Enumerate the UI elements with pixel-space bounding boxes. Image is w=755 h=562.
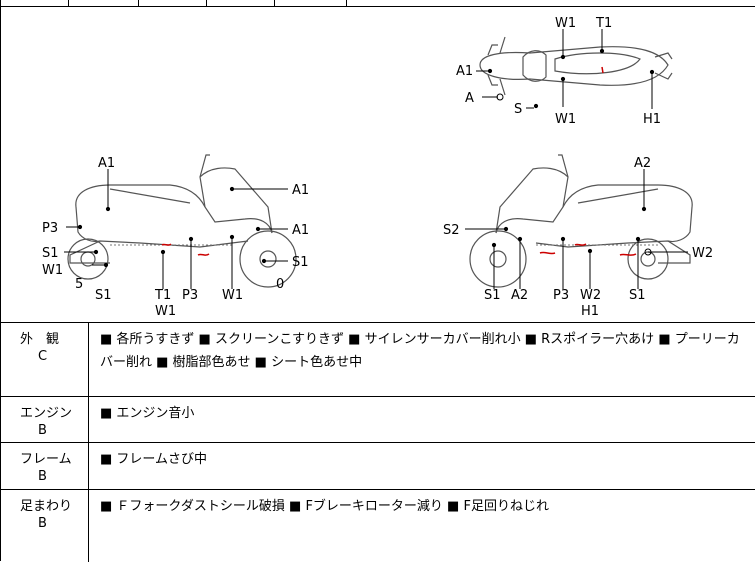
row-grade: C	[38, 349, 48, 364]
left-label-s1: S1	[42, 246, 59, 261]
row-description: ■ フレームさび中	[100, 452, 208, 467]
left-label-p3: P3	[42, 221, 58, 236]
scooter-diagram-svg: W1 T1 A1 A S W1 H1	[42, 16, 713, 319]
top-label-w1: W1	[555, 16, 576, 31]
top-label-t1: T1	[595, 16, 612, 31]
top-label-w1-lower: W1	[555, 112, 576, 127]
row-grade: B	[38, 469, 47, 484]
left-leaders	[64, 169, 288, 289]
right-label-w2: W2	[692, 246, 713, 261]
row-category: フレーム	[20, 452, 72, 467]
top-label-s: S	[514, 102, 522, 117]
left-label-t1: T1	[154, 288, 171, 303]
scooter-top-view	[479, 36, 673, 96]
scooter-left-side	[67, 154, 297, 288]
row-grade: B	[38, 423, 47, 438]
top-table-edge	[0, 0, 755, 7]
left-label-a1-top: A1	[98, 156, 115, 171]
right-label-s2: S2	[443, 223, 460, 238]
left-label-p3-lower: P3	[182, 288, 198, 303]
right-label-s1-lower: S1	[629, 288, 646, 303]
right-leaders	[465, 169, 688, 289]
left-label-w1: W1	[42, 263, 63, 278]
condition-row-suspension: 足まわり B ■ Ｆフォークダストシール破損 ■ Fブレーキローター減り ■ F…	[0, 489, 755, 562]
right-label-a2: A2	[511, 288, 528, 303]
scooter-right-side	[469, 154, 693, 288]
top-label-a: A	[465, 91, 474, 106]
right-label-p3: P3	[553, 288, 569, 303]
condition-row-frame: フレーム B ■ フレームさび中	[0, 442, 755, 490]
damage-diagram: W1 T1 A1 A S W1 H1	[0, 7, 755, 322]
left-label-w1-lower: W1	[155, 304, 176, 319]
top-label-h1: H1	[643, 112, 661, 127]
left-label-a1-mid: A1	[292, 183, 309, 198]
left-label-a1-front: A1	[292, 223, 309, 238]
row-grade: B	[38, 516, 47, 531]
right-label-w2-lower: W2	[580, 288, 601, 303]
row-description: ■ Ｆフォークダストシール破損 ■ Fブレーキローター減り ■ F足回りねじれ	[100, 499, 549, 514]
right-label-s1: S1	[484, 288, 501, 303]
row-category: エンジン	[20, 406, 73, 421]
left-label-s1-lower: S1	[95, 288, 112, 303]
row-category: 足まわり	[20, 499, 73, 514]
left-label-s1-front: S1	[292, 255, 309, 270]
left-label-w1-bottom: W1	[222, 288, 243, 303]
top-label-a1: A1	[456, 64, 473, 79]
row-label-cell: 外 観 C	[0, 323, 89, 397]
row-label-cell: フレーム B	[0, 443, 89, 490]
right-label-h1: H1	[581, 304, 599, 319]
right-label-a2-top: A2	[634, 156, 651, 171]
row-category: 外 観	[20, 332, 60, 347]
left-label-0: 0	[276, 277, 284, 292]
row-description: ■ 各所うすきず ■ スクリーンこすりきず ■ サイレンサーカバー削れ小 ■ R…	[100, 332, 740, 370]
condition-row-exterior: 外 観 C ■ 各所うすきず ■ スクリーンこすりきず ■ サイレンサーカバー削…	[0, 322, 755, 397]
left-label-5: 5	[75, 277, 83, 292]
row-label-cell: エンジン B	[0, 397, 89, 443]
row-description: ■ エンジン音小	[100, 406, 195, 421]
condition-row-engine: エンジン B ■ エンジン音小	[0, 396, 755, 443]
row-label-cell: 足まわり B	[0, 490, 89, 562]
